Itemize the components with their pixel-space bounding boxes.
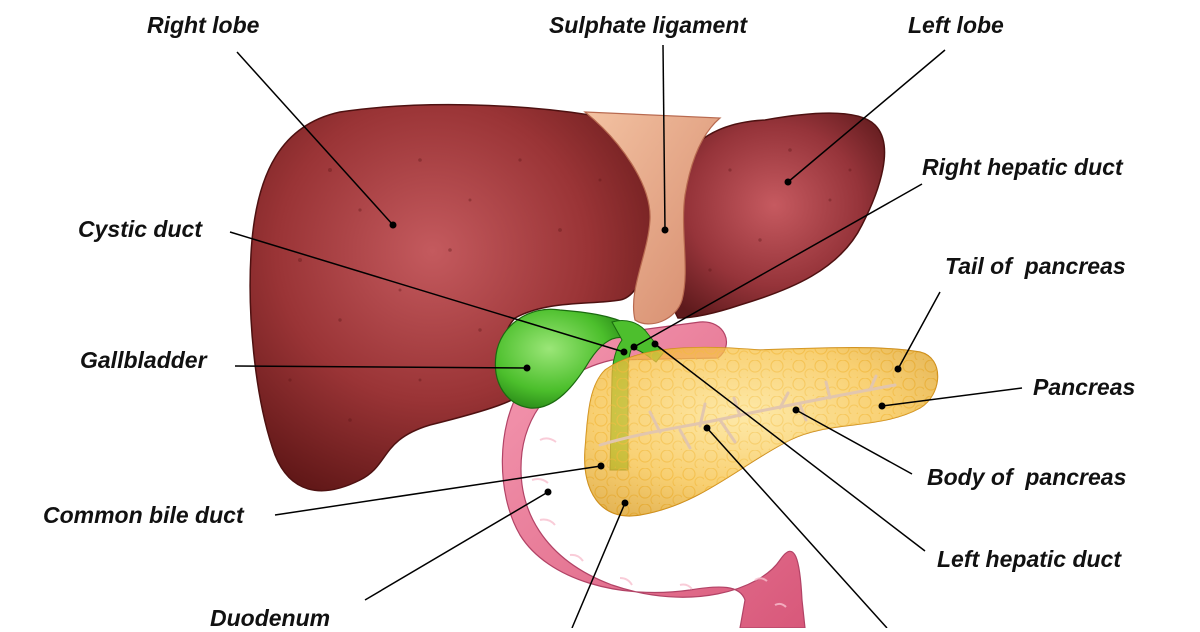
label-left-lobe: Left lobe <box>908 12 1004 38</box>
duodenum-folds <box>531 437 787 608</box>
sulphate-ligament <box>583 111 722 325</box>
label-right-hepatic-duct: Right hepatic duct <box>922 154 1123 180</box>
pancreatic-duct <box>598 374 897 450</box>
leader-lines <box>229 44 1023 628</box>
pancreas-fill <box>584 347 938 516</box>
label-pancreas: Pancreas <box>1033 374 1136 400</box>
label-sulphate-ligament: Sulphate ligament <box>548 12 748 38</box>
label-common-bile-duct: Common bile duct <box>43 502 244 528</box>
label-cystic-duct: Cystic duct <box>78 216 202 242</box>
pointer-dots <box>389 178 902 507</box>
liver-texture <box>288 148 852 422</box>
label-body-of-pancreas: Body of pancreas <box>927 464 1127 490</box>
label-left-hepatic-duct: Left hepatic duct <box>937 546 1122 572</box>
duodenum <box>501 321 806 628</box>
label-tail-of-pancreas: Tail of pancreas <box>945 253 1126 279</box>
liver-left-lobe <box>663 112 886 319</box>
label-duodenum: Duodenum <box>210 605 331 631</box>
label-gallbladder: Gallbladder <box>80 347 207 373</box>
label-right-lobe: Right lobe <box>147 12 260 38</box>
